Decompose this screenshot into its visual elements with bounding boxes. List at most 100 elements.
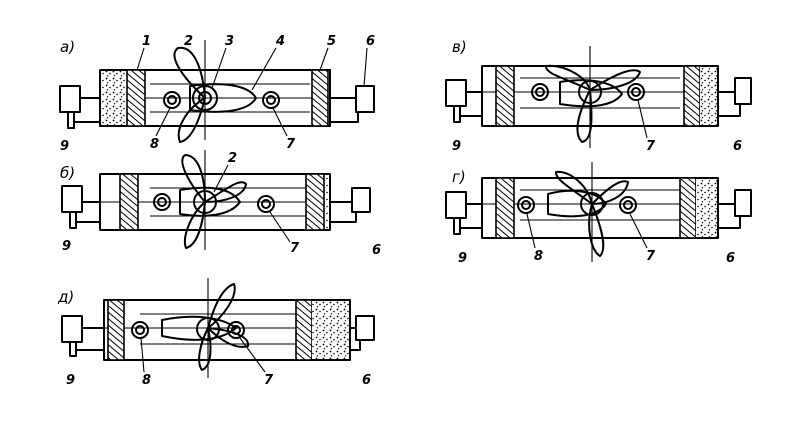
plate-left-b (119, 173, 139, 231)
label-8-a: 8 (150, 137, 159, 152)
pin-8-inner-d (135, 325, 145, 335)
blade-top-b (181, 154, 206, 203)
label-4-a: 4 (275, 34, 285, 49)
plate-left-d (107, 299, 125, 361)
panel-b-title: б) (60, 164, 75, 182)
plate-right-d (295, 299, 313, 361)
cam-body-a (189, 83, 257, 113)
panel-b: б) 2 7 9 6 (60, 150, 381, 258)
pin-7-v (627, 83, 645, 101)
leader-1-a (136, 47, 145, 71)
label-2-a: 2 (184, 34, 193, 49)
pin-7-inner-d (231, 325, 241, 335)
leader-2-b (213, 164, 229, 193)
linkage-6-g (717, 203, 741, 229)
pin-7-inner-a (266, 95, 276, 105)
label-7-b: 7 (290, 241, 300, 256)
label-6-a: 6 (366, 34, 375, 49)
blade-left-g (555, 170, 593, 205)
actuator-9-g (445, 191, 467, 219)
plate-right-b (305, 173, 325, 231)
pin-8-a (163, 91, 181, 109)
cam-body-g (547, 189, 607, 218)
linkage-9-v (459, 91, 483, 123)
mold-sand-right-g (696, 179, 717, 237)
blade-bottom-v (576, 89, 593, 143)
frame-v (481, 65, 719, 127)
pin-7-a (262, 91, 280, 109)
pin-left-v (531, 83, 549, 101)
linkage-6-d (349, 327, 361, 351)
actuator-9-a (59, 85, 81, 113)
blade-bottom-d (198, 327, 212, 371)
linkage-6-v (717, 91, 741, 117)
leader-7-a (272, 107, 288, 137)
pin-left-inner-v (535, 87, 545, 97)
label-6-v: 6 (733, 139, 742, 154)
pin-7-inner-b (261, 199, 271, 209)
frame-d (103, 299, 351, 361)
actuator-9-v (445, 79, 467, 107)
actuator-6-a (355, 85, 375, 113)
leader-6-a (363, 47, 368, 87)
label-7-a: 7 (286, 137, 296, 152)
actuator-9-d (61, 315, 83, 343)
actuator-6-b (351, 187, 371, 213)
blade-top-a (173, 46, 206, 99)
plate-left-a (126, 69, 146, 127)
label-9-v: 9 (452, 139, 461, 154)
blade-right-g (591, 180, 629, 205)
blade-right-b (204, 181, 247, 203)
panel-d: д) 8 7 9 6 (57, 278, 375, 388)
actuator-9-b (61, 185, 83, 213)
label-8-g: 8 (534, 249, 543, 264)
actuator-9-rod-b (69, 211, 77, 229)
label-9-d: 9 (66, 373, 75, 388)
panel-v: в) 7 9 6 (445, 38, 752, 154)
linkage-9-d (75, 327, 105, 357)
plate-right-a (311, 69, 329, 127)
pin-left-b (153, 193, 171, 211)
pin-8-g (517, 196, 535, 214)
pin-7-inner-v (631, 87, 641, 97)
panel-a: а) 1 2 3 4 (59, 34, 375, 154)
leader-7-b (269, 211, 291, 243)
label-6-d: 6 (362, 373, 371, 388)
panel-g-title: г) (452, 168, 466, 186)
leader-7-v (637, 99, 648, 139)
label-9-b: 9 (62, 239, 71, 254)
blade-top-d (207, 283, 236, 329)
plate-right-v (683, 65, 701, 127)
pin-7-b (257, 195, 275, 213)
mold-sand-right-v (700, 67, 717, 125)
label-3-a: 3 (225, 34, 234, 49)
label-6-g: 6 (726, 251, 735, 266)
actuator-9-rod-g (453, 217, 461, 235)
linkage-6-a (329, 97, 359, 123)
blade-bottom-g (588, 203, 605, 257)
plate-left-g (495, 177, 515, 239)
pin-8-d (131, 321, 149, 339)
label-9-g: 9 (458, 251, 467, 266)
pin-left-inner-b (157, 197, 167, 207)
label-9-a: 9 (60, 139, 69, 154)
actuator-6-g (734, 189, 752, 217)
leader-5-a (319, 47, 329, 71)
leader-8-g (526, 213, 536, 249)
linkage-6-b (329, 201, 357, 223)
linkage-9-b (75, 201, 101, 229)
frame-g (481, 177, 719, 239)
panel-a-title: а) (60, 38, 75, 56)
leader-4-a (251, 47, 277, 91)
mold-sand-right-d (312, 301, 349, 359)
panel-v-title: в) (452, 38, 467, 56)
pin-7-inner-g (623, 200, 633, 210)
pin-7-d (227, 321, 245, 339)
label-7-g: 7 (646, 249, 656, 264)
label-2-b: 2 (228, 151, 237, 166)
linkage-9-g (459, 203, 483, 235)
leader-8-d (140, 337, 145, 373)
plate-left-v (495, 65, 515, 127)
